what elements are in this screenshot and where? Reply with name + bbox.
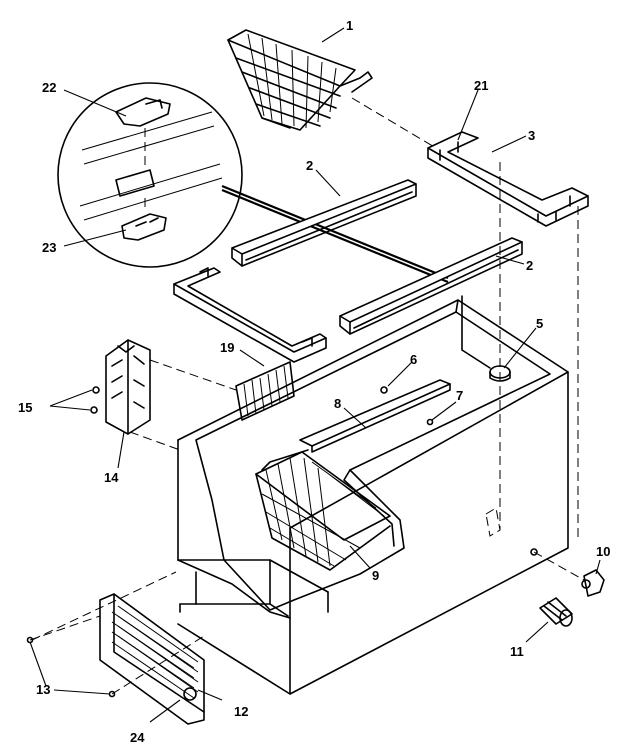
callout-10: 10 <box>596 544 610 559</box>
front-frame-rail <box>173 267 327 363</box>
magnifier-connector-line <box>221 184 449 280</box>
callout-3: 3 <box>528 128 535 143</box>
callout-11: 11 <box>510 644 524 659</box>
drain-plug <box>581 569 605 597</box>
callout-labels: 1 2 2 3 5 6 7 8 9 10 11 12 13 14 15 19 2… <box>18 18 610 745</box>
lower-divider-rail <box>339 237 523 335</box>
front-grille <box>99 593 205 725</box>
callout-7: 7 <box>456 388 463 403</box>
lower-basket <box>255 449 391 571</box>
rear-frame <box>427 131 589 227</box>
callout-12: 12 <box>234 704 248 719</box>
callout-23: 23 <box>42 240 56 255</box>
hinge-assembly <box>90 339 151 435</box>
callout-2-upper: 2 <box>306 158 313 173</box>
screw-rear <box>530 548 538 556</box>
callout-15: 15 <box>18 400 32 415</box>
screw-6 <box>380 386 388 394</box>
callout-6: 6 <box>410 352 417 367</box>
drain-outline <box>485 507 501 537</box>
callout-13: 13 <box>36 682 50 697</box>
magnifier-connector-line-2 <box>221 188 449 284</box>
callout-24: 24 <box>130 730 145 745</box>
callout-19: 19 <box>220 340 234 355</box>
callout-22: 22 <box>42 80 56 95</box>
callout-21: 21 <box>474 78 488 93</box>
callout-9: 9 <box>372 568 379 583</box>
upper-basket <box>227 29 373 131</box>
alignment-lines <box>29 97 585 695</box>
callout-5: 5 <box>536 316 543 331</box>
screw-7 <box>426 418 434 426</box>
upper-divider-rail <box>231 179 417 267</box>
divider-strip <box>299 379 451 453</box>
leader-lines <box>29 27 601 723</box>
cabinet-body <box>177 295 569 695</box>
callout-2-lower: 2 <box>526 258 533 273</box>
condenser-coil <box>235 361 295 421</box>
callout-8: 8 <box>334 396 341 411</box>
callout-14: 14 <box>104 470 119 485</box>
leveling-leg <box>539 597 573 627</box>
callout-1: 1 <box>346 18 353 33</box>
detail-magnifier <box>57 82 243 268</box>
